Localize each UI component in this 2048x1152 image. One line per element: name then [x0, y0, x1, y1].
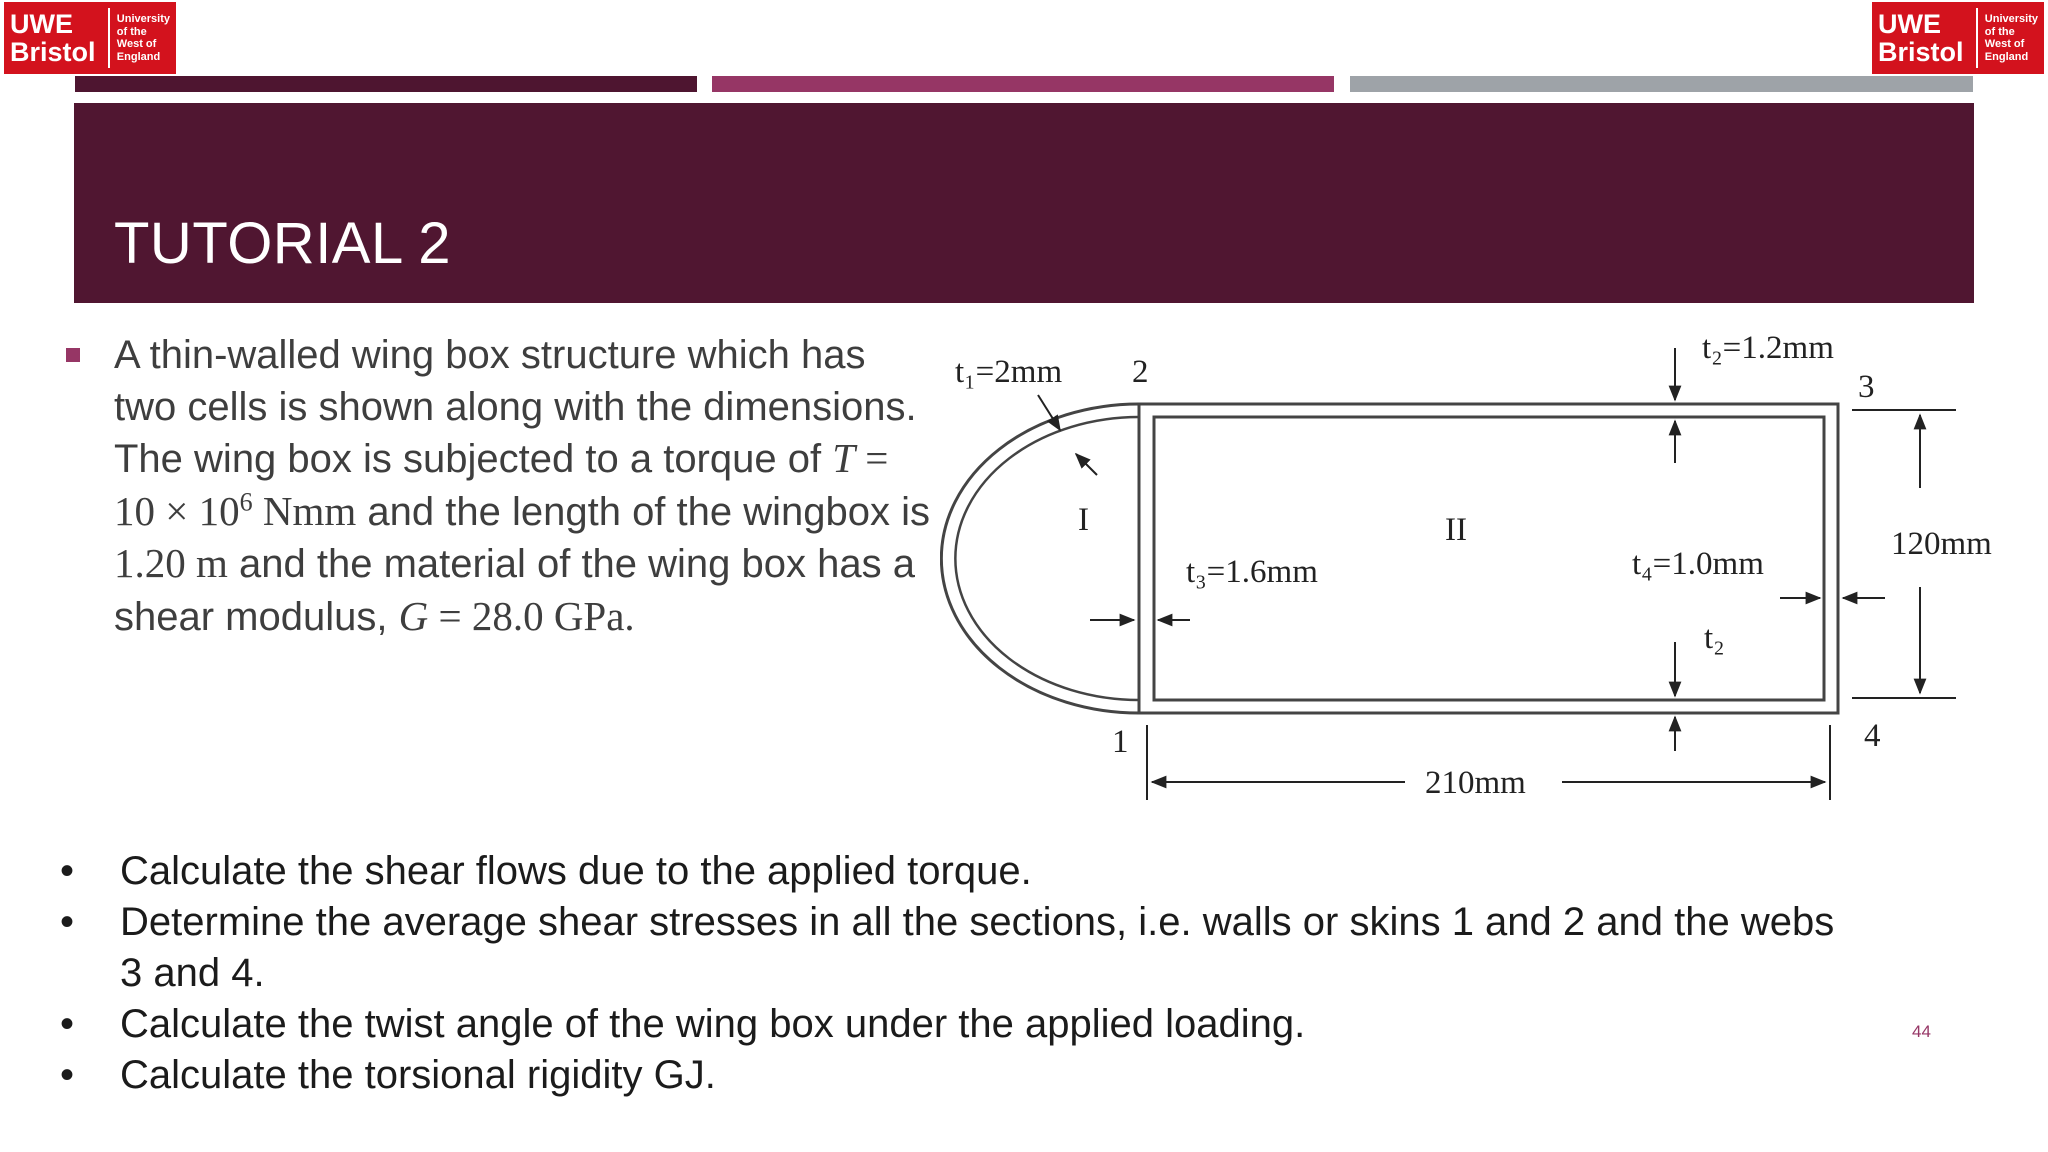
- logo-sub-line: West of: [1984, 38, 2025, 50]
- t1-label: t₁=2mm: [955, 354, 1062, 390]
- node-4-label: 4: [1864, 718, 1881, 754]
- logo-sub-line: University: [116, 13, 170, 25]
- node-3-label: 3: [1858, 369, 1875, 405]
- logo-wordmark: UWE Bristol: [1878, 10, 1972, 66]
- logo-sub-line: of the: [1984, 25, 2015, 38]
- torque-symbol: T: [832, 435, 856, 481]
- logo-sub-line: England: [116, 50, 161, 63]
- logo-sub-line: of the: [116, 25, 147, 38]
- logo-uwe-text: UWE: [1878, 9, 1941, 39]
- task-list: • Calculate the shear flows due to the ap…: [60, 846, 1840, 1101]
- header-stripe-grey: [1350, 76, 1973, 92]
- wing-box-diagram: t₁=2mm 2 t₂=1.2mm 3 I II 120mm t₃=1.6mm …: [940, 330, 1992, 801]
- outer-skin: [940, 402, 1840, 715]
- t3-label: t₃=1.6mm: [1186, 554, 1318, 590]
- problem-statement: A thin-walled wing box structure which h…: [114, 330, 934, 643]
- header-stripe-mid: [712, 76, 1334, 92]
- logo-divider: [1975, 8, 1978, 68]
- cell-2-inner: [1152, 415, 1826, 702]
- logo-bristol-text: Bristol: [10, 37, 96, 67]
- uwe-logo-left: UWE Bristol University of the West of En…: [4, 2, 176, 74]
- intro-text: and the material of the wing box has a s…: [114, 542, 915, 639]
- intro-text: and the length of the wingbox is: [356, 489, 931, 534]
- length-value: 1.20 m: [114, 540, 228, 586]
- header-stripe-dark: [75, 76, 697, 92]
- logo-wordmark: UWE Bristol: [10, 10, 104, 66]
- list-item: • Determine the average shear stresses in…: [60, 897, 1840, 999]
- page-number: 44: [1912, 1022, 1931, 1041]
- torque-exponent: 6: [239, 486, 253, 516]
- node-1-label: 1: [1112, 724, 1129, 760]
- task-text: Calculate the shear flows due to the app…: [120, 849, 1032, 893]
- t2-label: t₂=1.2mm: [1702, 330, 1834, 366]
- task-text: Calculate the torsional rigidity GJ.: [120, 1053, 716, 1097]
- logo-sub-line: England: [1984, 50, 2029, 63]
- list-item: • Calculate the torsional rigidity GJ.: [60, 1050, 1840, 1101]
- bullet-icon: •: [60, 1002, 75, 1046]
- torque-unit: Nmm: [252, 487, 357, 534]
- height-label: 120mm: [1891, 526, 1992, 562]
- task-text: Calculate the twist angle of the wing bo…: [120, 1002, 1306, 1046]
- logo-divider: [107, 8, 110, 68]
- bullet-icon: •: [60, 849, 75, 893]
- t4-label: t₄=1.0mm: [1632, 546, 1764, 582]
- list-item: • Calculate the shear flows due to the ap…: [60, 846, 1840, 897]
- torque-equation: = 10 × 10: [114, 435, 889, 534]
- node-2-label: 2: [1132, 354, 1149, 390]
- cell-2-label: II: [1445, 512, 1467, 548]
- shear-modulus-symbol: G: [398, 592, 429, 639]
- nose-inner-skin: [954, 415, 1140, 702]
- logo-uwe-text: UWE: [10, 9, 73, 39]
- logo-university-text: University of the West of England: [117, 13, 170, 63]
- list-item: • Calculate the twist angle of the wing b…: [60, 999, 1840, 1050]
- logo-sub-line: West of: [116, 38, 157, 50]
- bullet-icon: •: [60, 900, 75, 944]
- shear-modulus-value: = 28.0 GPa.: [428, 592, 635, 639]
- logo-university-text: University of the West of England: [1985, 13, 2038, 63]
- intro-text: A thin-walled wing box structure which h…: [114, 333, 917, 481]
- slide-title: TUTORIAL 2: [114, 211, 451, 276]
- square-bullet-icon: [66, 348, 80, 362]
- t1-arrow: [1074, 452, 1098, 476]
- uwe-logo-right: UWE Bristol University of the West of En…: [1872, 2, 2044, 74]
- t1-arrow: [1037, 394, 1061, 432]
- logo-sub-line: University: [1984, 13, 2038, 25]
- cell-1-label: I: [1078, 502, 1089, 538]
- task-text: Determine the average shear stresses in …: [120, 900, 1835, 995]
- t2-lower-label: t₂: [1704, 620, 1725, 656]
- torque-value: = 10 × 106 Nmm: [114, 435, 888, 534]
- width-label: 210mm: [1425, 765, 1526, 801]
- logo-bristol-text: Bristol: [1878, 37, 1964, 67]
- title-banner: [74, 103, 1974, 303]
- bullet-icon: •: [60, 1053, 75, 1097]
